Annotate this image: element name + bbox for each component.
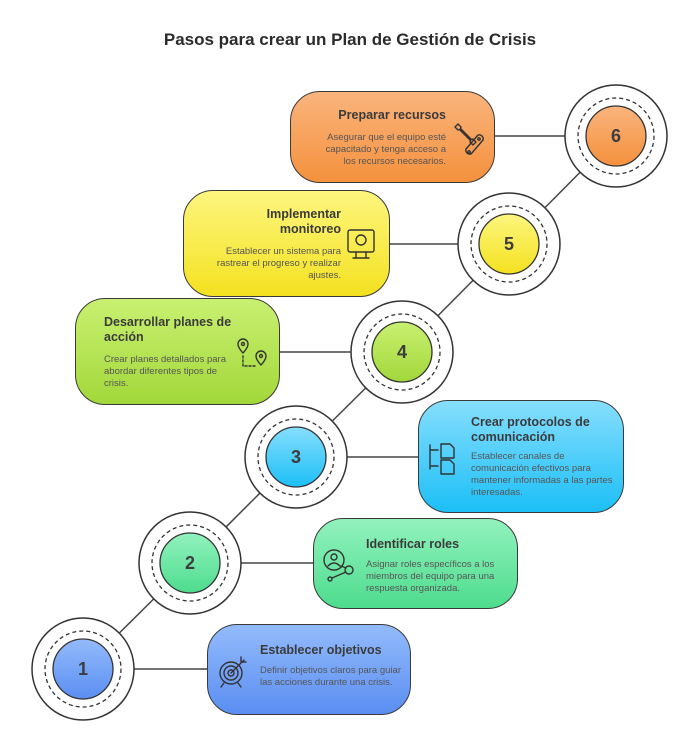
step-link-line <box>331 387 367 422</box>
documents-icon <box>427 441 461 475</box>
step-link-line <box>225 492 261 528</box>
monitor-icon <box>345 228 379 262</box>
step-number-circle <box>52 638 114 700</box>
map-route-icon <box>235 336 269 370</box>
step-number-circle <box>478 213 540 275</box>
step-title: Implementar monitoreo <box>266 207 341 236</box>
step-number: 4 <box>396 342 407 362</box>
step-number: 5 <box>503 234 514 254</box>
step-title: Crear protocolos de comunicación <box>471 415 590 444</box>
step-dashed-ring <box>363 313 441 391</box>
step-dashed-ring <box>44 630 122 708</box>
step-link-line <box>118 598 155 634</box>
step-dashed-ring <box>577 97 655 175</box>
step-description: Asignar roles específicos a los miembros… <box>366 559 495 594</box>
step-number-circle <box>159 532 221 594</box>
step-number-circle <box>265 426 327 488</box>
diagram-title: Pasos para crear un Plan de Gestión de C… <box>163 30 537 49</box>
step-number-circle <box>585 105 647 167</box>
step-dashed-ring <box>470 205 548 283</box>
step-number: 2 <box>184 553 195 573</box>
step-description: Asegurar que el equipo esté capacitado y… <box>325 132 446 167</box>
step-description: Establecer un sistema para rastrear el p… <box>216 246 341 281</box>
step-title: Preparar recursos <box>338 108 446 122</box>
step-title: Establecer objetivos <box>260 643 382 657</box>
step-description: Definir objetivos claros para guiar las … <box>260 665 401 688</box>
step-link-line <box>437 279 474 317</box>
step-description: Crear planes detallados para abordar dif… <box>104 354 226 389</box>
step-dashed-ring <box>151 524 229 602</box>
step-number-circle <box>371 321 433 383</box>
step-title: Desarrollar planes de acción <box>104 315 232 344</box>
step-number: 1 <box>77 659 88 679</box>
step-number: 6 <box>610 126 621 146</box>
step-number: 3 <box>290 447 301 467</box>
user-network-icon <box>322 548 356 582</box>
step-link-line <box>544 171 581 209</box>
target-icon <box>216 654 250 688</box>
step-title: Identificar roles <box>366 537 460 551</box>
step-dashed-ring <box>257 418 335 496</box>
tools-icon <box>450 121 484 155</box>
step-description: Establecer canales de comunicación efect… <box>471 451 613 498</box>
